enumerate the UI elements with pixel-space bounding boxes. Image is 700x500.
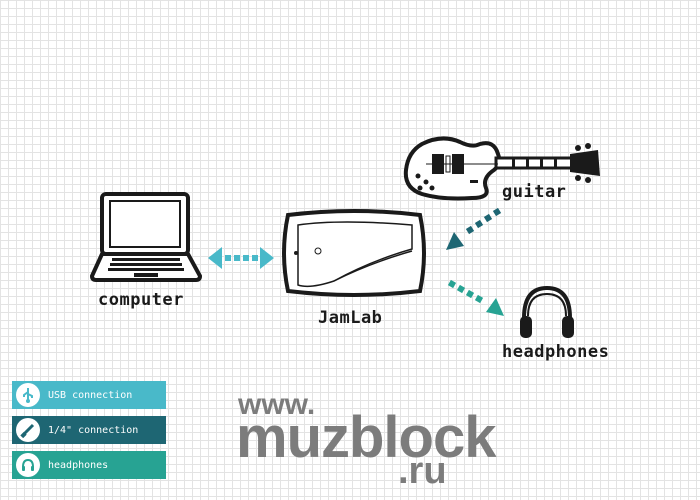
guitar-label: guitar [502, 182, 567, 202]
jack-plug-icon [16, 418, 40, 442]
headphones-connection-arrow [447, 279, 504, 316]
watermark-www: www. [238, 388, 316, 421]
jamlab-label: JamLab [318, 308, 383, 328]
guitar-icon [403, 136, 600, 201]
computer-label: computer [98, 290, 184, 310]
legend-label: USB connection [48, 389, 133, 401]
legend-item-quarter-inch: 1/4" connection [12, 416, 166, 444]
quarter-inch-connection-arrow [446, 207, 502, 250]
headphones-label: headphones [502, 342, 610, 362]
watermark-tld: .ru [398, 450, 447, 492]
legend-label: headphones [48, 459, 109, 471]
watermark-brand: muzblock [236, 405, 496, 470]
laptop-icon [90, 192, 202, 282]
legend-item-usb: USB connection [12, 381, 166, 409]
usb-icon [16, 383, 40, 407]
legend-item-headphones: headphones [12, 451, 166, 479]
usb-connection-arrow [208, 247, 274, 269]
headphones-small-icon [16, 453, 40, 477]
jamlab-device-icon [282, 209, 426, 297]
legend-label: 1/4" connection [48, 424, 139, 436]
headphones-icon [520, 285, 574, 338]
